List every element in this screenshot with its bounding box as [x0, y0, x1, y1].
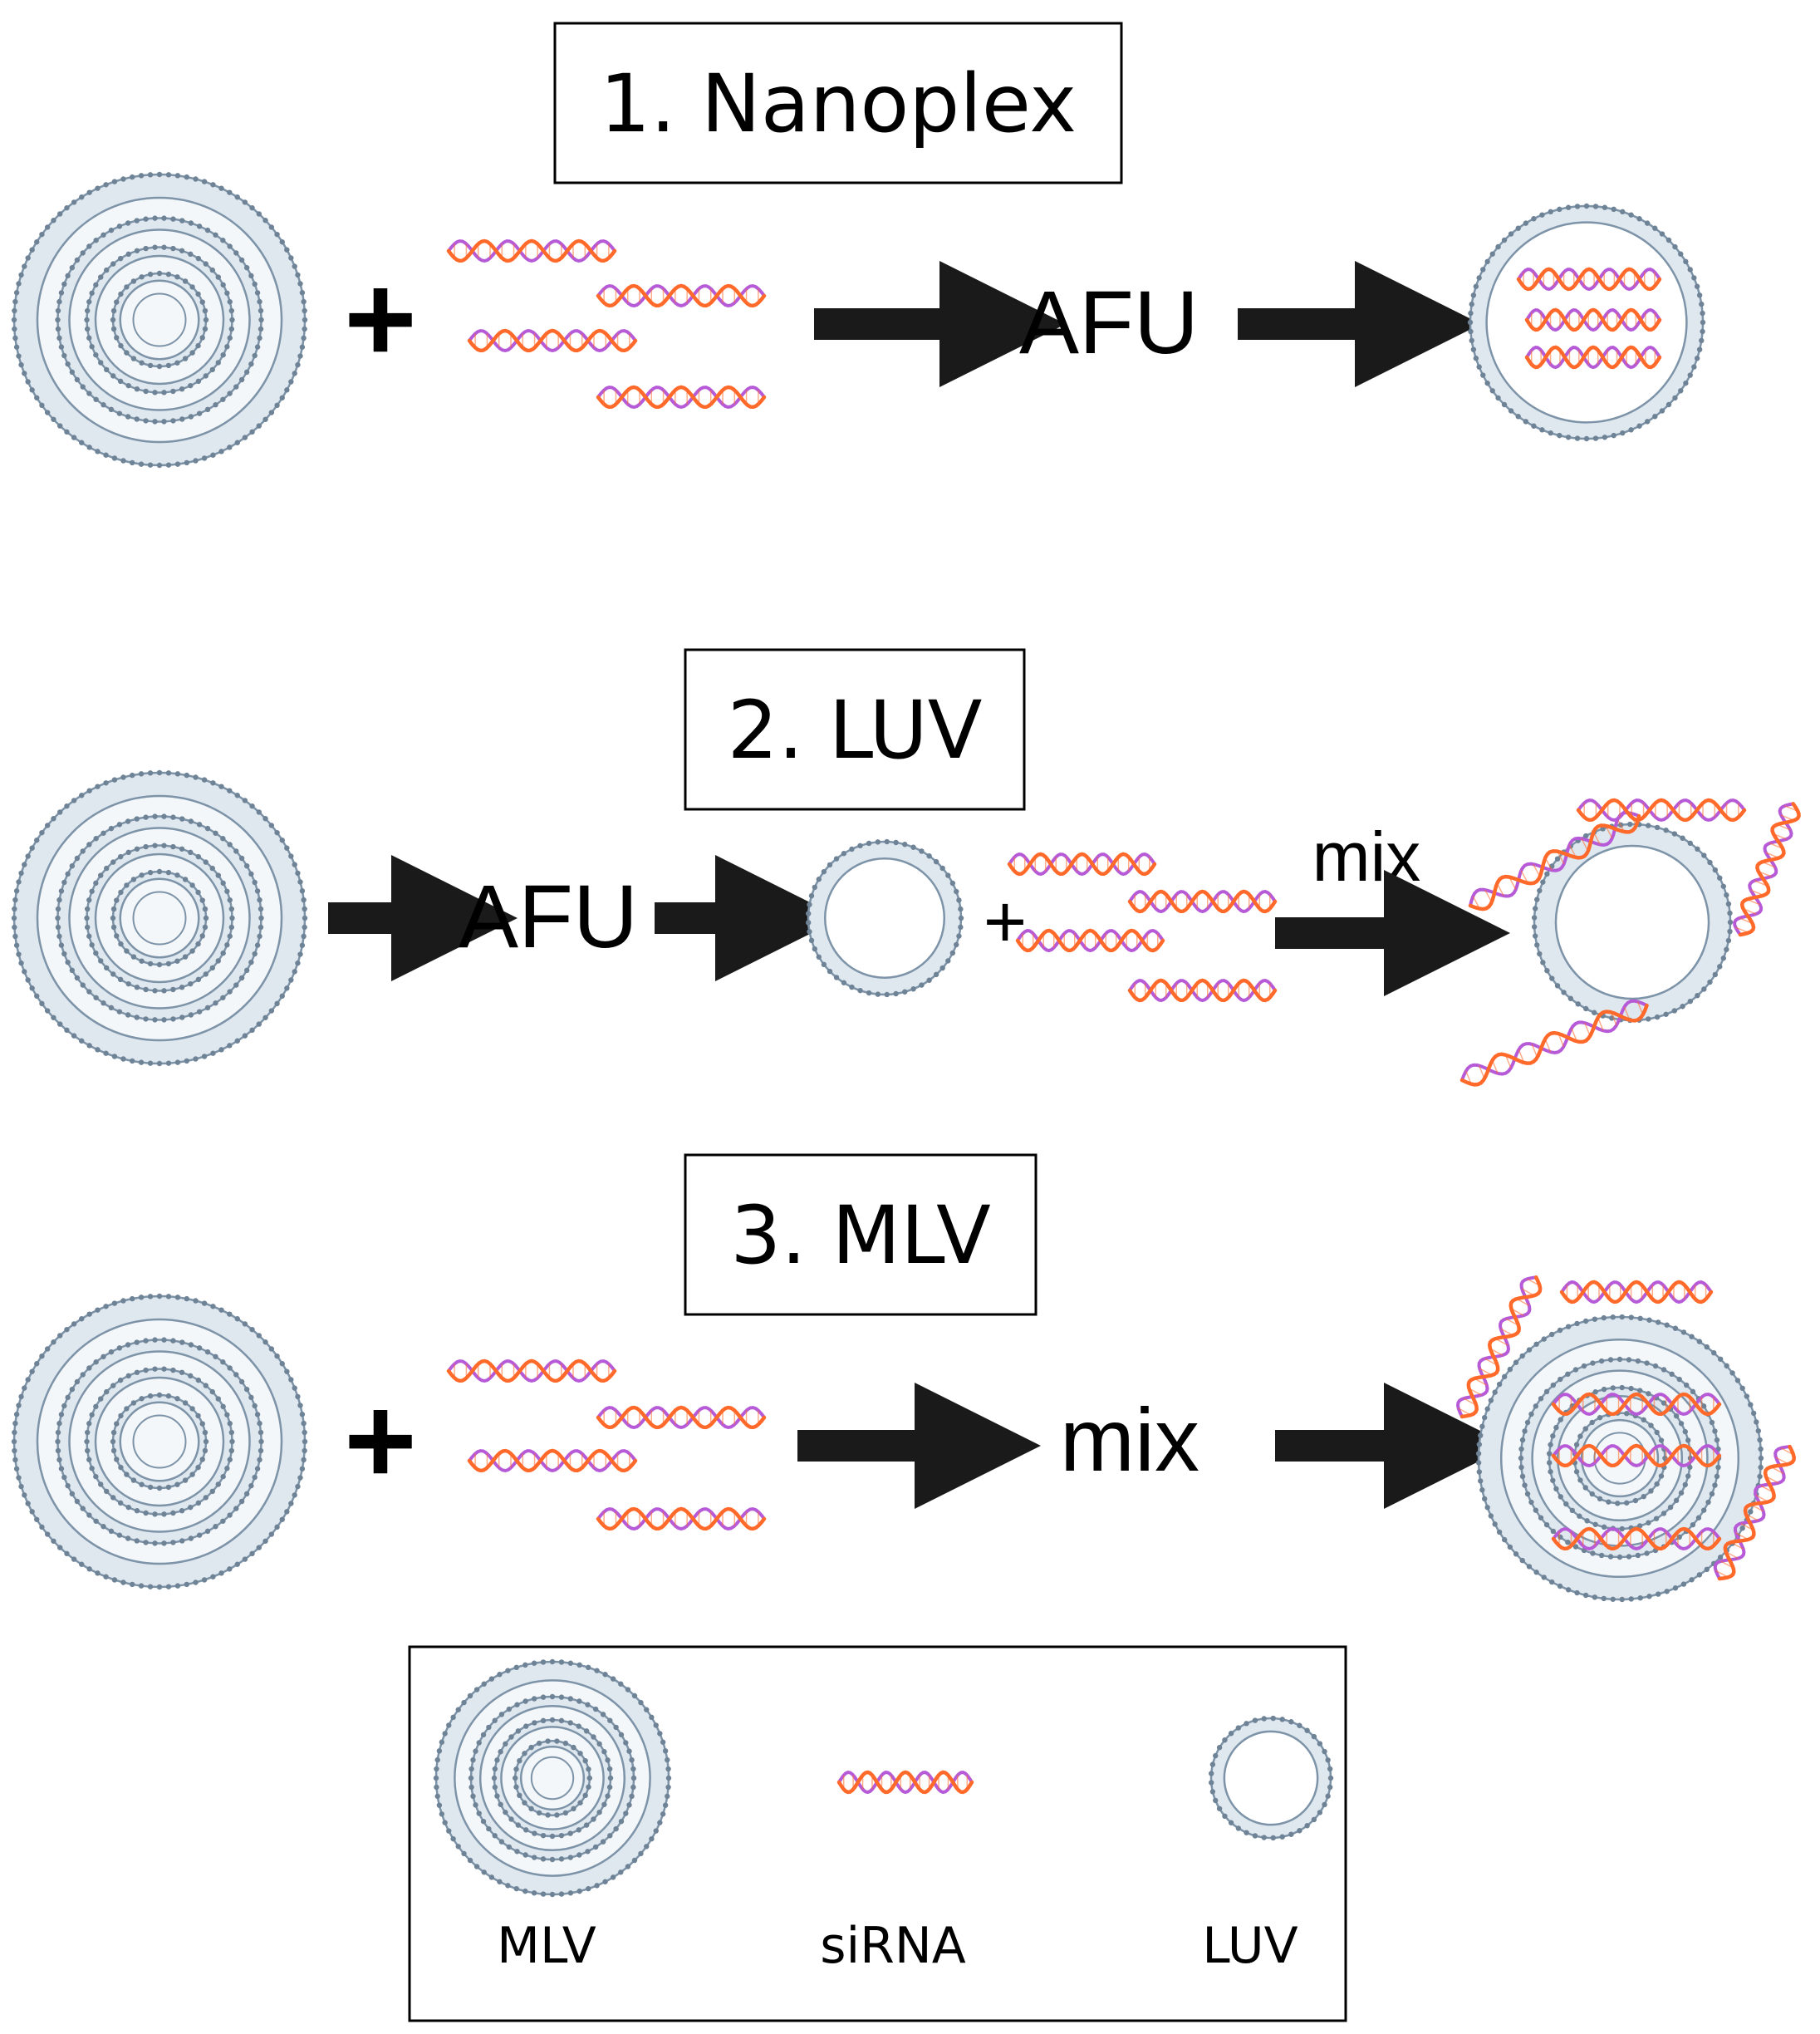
luv-vesicle-icon — [1209, 1715, 1334, 1841]
mlv-title-box — [684, 1153, 1038, 1316]
mlv-vesicle-icon — [1475, 1314, 1764, 1603]
mlv-vesicle-icon — [11, 1293, 308, 1590]
luv-title-box — [684, 648, 1026, 811]
sirna-strand-icon — [1551, 1526, 1722, 1551]
mlv-title: 3. MLV — [730, 1189, 991, 1282]
sirna-strand-icon — [596, 385, 767, 410]
mlv-vesicle-icon — [11, 171, 308, 469]
sirna-strand-icon — [1559, 1280, 1714, 1304]
luv-vesicle-icon — [1531, 821, 1734, 1024]
legend-label-mlv: MLV — [497, 1917, 596, 1975]
nanoplex-title: 1. Nanoplex — [600, 57, 1077, 150]
mix-label: mix — [1060, 1389, 1199, 1490]
sirna-strand-icon — [596, 1506, 767, 1531]
legend-label-sirna: siRNA — [820, 1917, 966, 1975]
sirna-strand-icon — [1524, 345, 1662, 370]
panel-luv: 2. LUV AFU + mix — [11, 648, 1801, 1087]
mix-label: mix — [1312, 818, 1421, 896]
panel-nanoplex: 1. Nanoplex + AFU — [11, 22, 1706, 469]
panel-mlv: 3. MLV + mix — [11, 1153, 1797, 1603]
sirna-strand-icon — [1733, 802, 1801, 937]
sirna-strand-icon — [1015, 928, 1165, 953]
afu-label: AFU — [459, 866, 638, 966]
sirna-strand-icon — [1524, 307, 1662, 332]
sirna-strand-icon — [1576, 798, 1747, 823]
nanoplex-title-box — [553, 22, 1123, 184]
sirna-strand-icon — [1007, 852, 1157, 877]
luv-title: 2. LUV — [728, 684, 983, 777]
afu-label: AFU — [1019, 272, 1199, 372]
sirna-strand-icon — [1127, 978, 1278, 1003]
legend: MLV siRNA LUV — [408, 1645, 1347, 2022]
sirna-strand-icon — [836, 1770, 974, 1795]
mlv-vesicle-icon — [11, 769, 308, 1067]
sirna-strand-icon — [1516, 267, 1662, 292]
sirna-strand-icon — [1551, 1392, 1722, 1417]
plus-sign: + — [984, 881, 1028, 964]
sirna-strand-icon — [467, 1448, 638, 1473]
sirna-strand-icon — [1468, 810, 1641, 911]
mlv-vesicle-icon — [433, 1658, 672, 1898]
plus-sign: + — [344, 248, 417, 388]
sirna-strand-icon — [1127, 889, 1278, 914]
legend-label-luv: LUV — [1202, 1917, 1298, 1975]
sirna-strand-icon — [1713, 1444, 1797, 1581]
luv-vesicle-icon — [805, 838, 964, 998]
sirna-strand-icon — [467, 328, 638, 353]
sirna-strand-icon — [446, 238, 617, 263]
sirna-strand-icon — [1459, 999, 1649, 1087]
plus-sign: + — [344, 1370, 417, 1510]
sirna-strand-icon — [1455, 1275, 1543, 1419]
sirna-strand-icon — [596, 283, 767, 308]
sirna-strand-icon — [446, 1358, 617, 1383]
sirna-strand-icon — [1551, 1443, 1722, 1468]
sirna-strand-icon — [596, 1405, 767, 1430]
